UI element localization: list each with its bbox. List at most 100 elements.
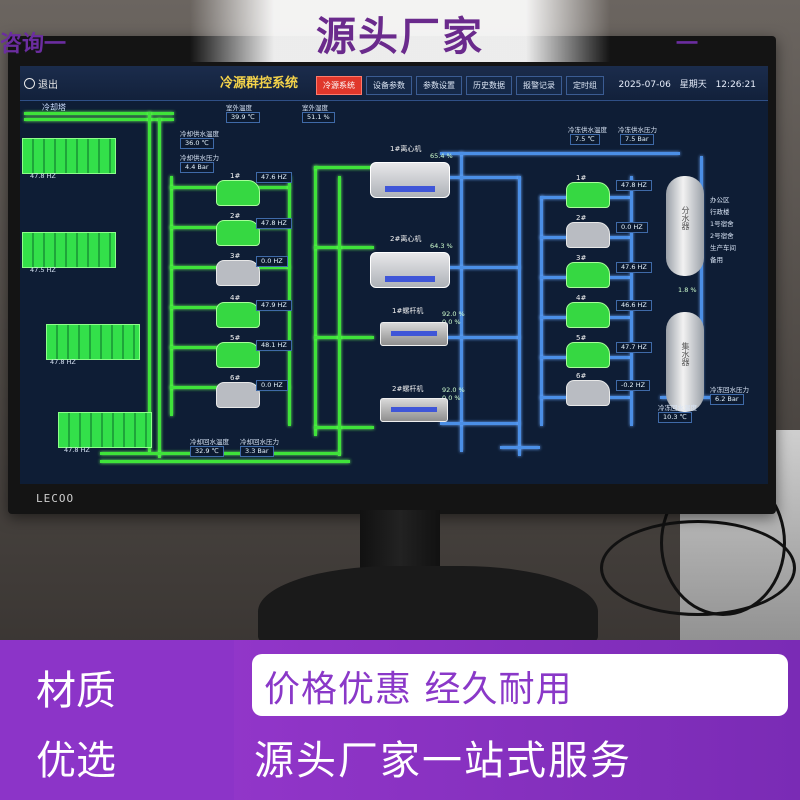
- chiller-name: 1#螺杆机: [392, 307, 424, 315]
- nav-tabs: 冷源系统 设备参数 参数设置 历史数据 报警记录 定时组: [316, 76, 604, 95]
- tab-timer-group[interactable]: 定时组: [566, 76, 604, 95]
- pipe: [440, 422, 520, 425]
- cooling-tower[interactable]: [46, 324, 140, 360]
- chiller-name: 1#离心机: [390, 145, 422, 153]
- chiller-load: 65.4 %: [430, 152, 453, 160]
- outdoor-temp-value: 39.9 ℃: [226, 112, 260, 123]
- pipe: [540, 196, 543, 426]
- pipe: [314, 246, 374, 249]
- outdoor-humidity-label: 室外湿度: [302, 104, 328, 112]
- exit-button[interactable]: 退出: [24, 76, 58, 91]
- pipe: [440, 176, 520, 179]
- cooling-pump-freq: 47.6 HZ: [256, 172, 292, 183]
- supply-header-label: 分水器: [681, 206, 690, 230]
- top-banner: 源头厂家: [190, 0, 610, 62]
- pipe: [500, 446, 540, 449]
- tab-history[interactable]: 历史数据: [466, 76, 512, 95]
- cw-ret-press-value: 3.3 Bar: [240, 446, 274, 457]
- cooling-pump-5[interactable]: [216, 342, 260, 368]
- tab-alarms[interactable]: 报警记录: [516, 76, 562, 95]
- chilled-pump-5[interactable]: [566, 342, 610, 368]
- marquee-right: 一: [676, 32, 699, 57]
- pipe: [170, 176, 173, 416]
- cooling-pump-name: 2#: [230, 212, 241, 220]
- chiller-load-secondary: 0.0 %: [442, 318, 461, 326]
- branch-label: 办公区: [710, 196, 730, 204]
- branch-label: 行政楼: [710, 208, 730, 216]
- cw-out-temp-value: 36.0 ℃: [180, 138, 214, 149]
- tower-freq: 47.5 HZ: [30, 266, 56, 274]
- weekday-text: 星期天: [679, 80, 707, 90]
- pipe: [314, 166, 374, 169]
- power-icon: [24, 78, 35, 89]
- cooling-tower-label: 冷却塔: [42, 103, 66, 112]
- system-title: 冷源群控系统: [220, 76, 299, 91]
- chiller-load-secondary: 0.0 %: [442, 394, 461, 402]
- chilled-pump-freq: 47.6 HZ: [616, 262, 652, 273]
- chiller-load: 64.3 %: [430, 242, 453, 250]
- cooling-pump-6[interactable]: [216, 382, 260, 408]
- bypass-value: 1.8 %: [678, 286, 697, 294]
- cooling-pump-name: 6#: [230, 374, 241, 382]
- cooling-pump-freq: 0.0 HZ: [256, 380, 288, 391]
- cooling-pump-3[interactable]: [216, 260, 260, 286]
- cooling-pump-2[interactable]: [216, 220, 260, 246]
- chiller-name: 2#离心机: [390, 235, 422, 243]
- pipe: [440, 266, 520, 269]
- tower-freq: 47.8 HZ: [64, 446, 90, 454]
- branch-label: 2号宿舍: [710, 232, 734, 240]
- chilled-pump-4[interactable]: [566, 302, 610, 328]
- return-header-vessel[interactable]: 集水器: [666, 312, 704, 412]
- chilled-pump-name: 4#: [576, 294, 587, 302]
- chw-ret-press-value: 6.2 Bar: [710, 394, 744, 405]
- cooling-pump-1[interactable]: [216, 180, 260, 206]
- chilled-pump-name: 1#: [576, 174, 587, 182]
- chilled-pump-3[interactable]: [566, 262, 610, 288]
- cooling-tower[interactable]: [58, 412, 152, 448]
- branch-label: 生产车间: [710, 244, 736, 252]
- pipe: [158, 118, 161, 458]
- scada-screen: 退出 冷源群控系统 冷源系统 设备参数 参数设置 历史数据 报警记录 定时组 2…: [20, 66, 768, 484]
- cw-ret-temp-label: 冷却回水温度: [190, 438, 229, 446]
- promo-left-block: 材质 优选: [0, 640, 234, 800]
- tab-param-settings[interactable]: 参数设置: [416, 76, 462, 95]
- chilled-pump-freq: -0.2 HZ: [616, 380, 651, 391]
- slogan-text: 价格优惠 经久耐用: [264, 669, 573, 710]
- screw-chiller-1[interactable]: [380, 322, 448, 346]
- cw-ret-temp-value: 32.9 ℃: [190, 446, 224, 457]
- cw-ret-press-label: 冷却回水压力: [240, 438, 279, 446]
- cooling-pump-name: 3#: [230, 252, 241, 260]
- chilled-pump-6[interactable]: [566, 380, 610, 406]
- centrifugal-chiller-2[interactable]: [370, 252, 450, 288]
- cooling-tower[interactable]: [22, 138, 116, 174]
- chiller-name: 2#螺杆机: [392, 385, 424, 393]
- datetime-display: 2025-07-06 星期天 12:26:21: [619, 77, 757, 90]
- pipe: [314, 166, 317, 436]
- screw-chiller-2[interactable]: [380, 398, 448, 422]
- chw-out-temp-label: 冷冻供水温度: [568, 126, 607, 134]
- chilled-pump-2[interactable]: [566, 222, 610, 248]
- cooling-tower[interactable]: [22, 232, 116, 268]
- pipe: [518, 176, 521, 456]
- chiller-load: 92.0 %: [442, 386, 465, 394]
- pipe: [24, 112, 174, 115]
- marquee-left: 咨询一: [0, 32, 67, 57]
- header-bar: 退出 冷源群控系统 冷源系统 设备参数 参数设置 历史数据 报警记录 定时组 2…: [20, 66, 768, 101]
- outdoor-humidity-value: 51.1 %: [302, 112, 335, 123]
- pipe: [100, 460, 350, 463]
- monitor-brand-logo: LECOO: [36, 492, 75, 505]
- tower-freq: 47.8 HZ: [50, 358, 76, 366]
- supply-header-vessel[interactable]: 分水器: [666, 176, 704, 276]
- date-text: 2025-07-06: [618, 80, 671, 90]
- tab-cold-source[interactable]: 冷源系统: [316, 76, 362, 95]
- tab-device-params[interactable]: 设备参数: [366, 76, 412, 95]
- chilled-pump-name: 6#: [576, 372, 587, 380]
- cooling-pump-4[interactable]: [216, 302, 260, 328]
- pipe: [700, 156, 703, 396]
- cooling-pump-name: 1#: [230, 172, 241, 180]
- cw-out-press-value: 4.4 Bar: [180, 162, 214, 173]
- chilled-pump-1[interactable]: [566, 182, 610, 208]
- centrifugal-chiller-1[interactable]: [370, 162, 450, 198]
- cooling-pump-freq: 47.8 HZ: [256, 218, 292, 229]
- pipe: [338, 176, 341, 456]
